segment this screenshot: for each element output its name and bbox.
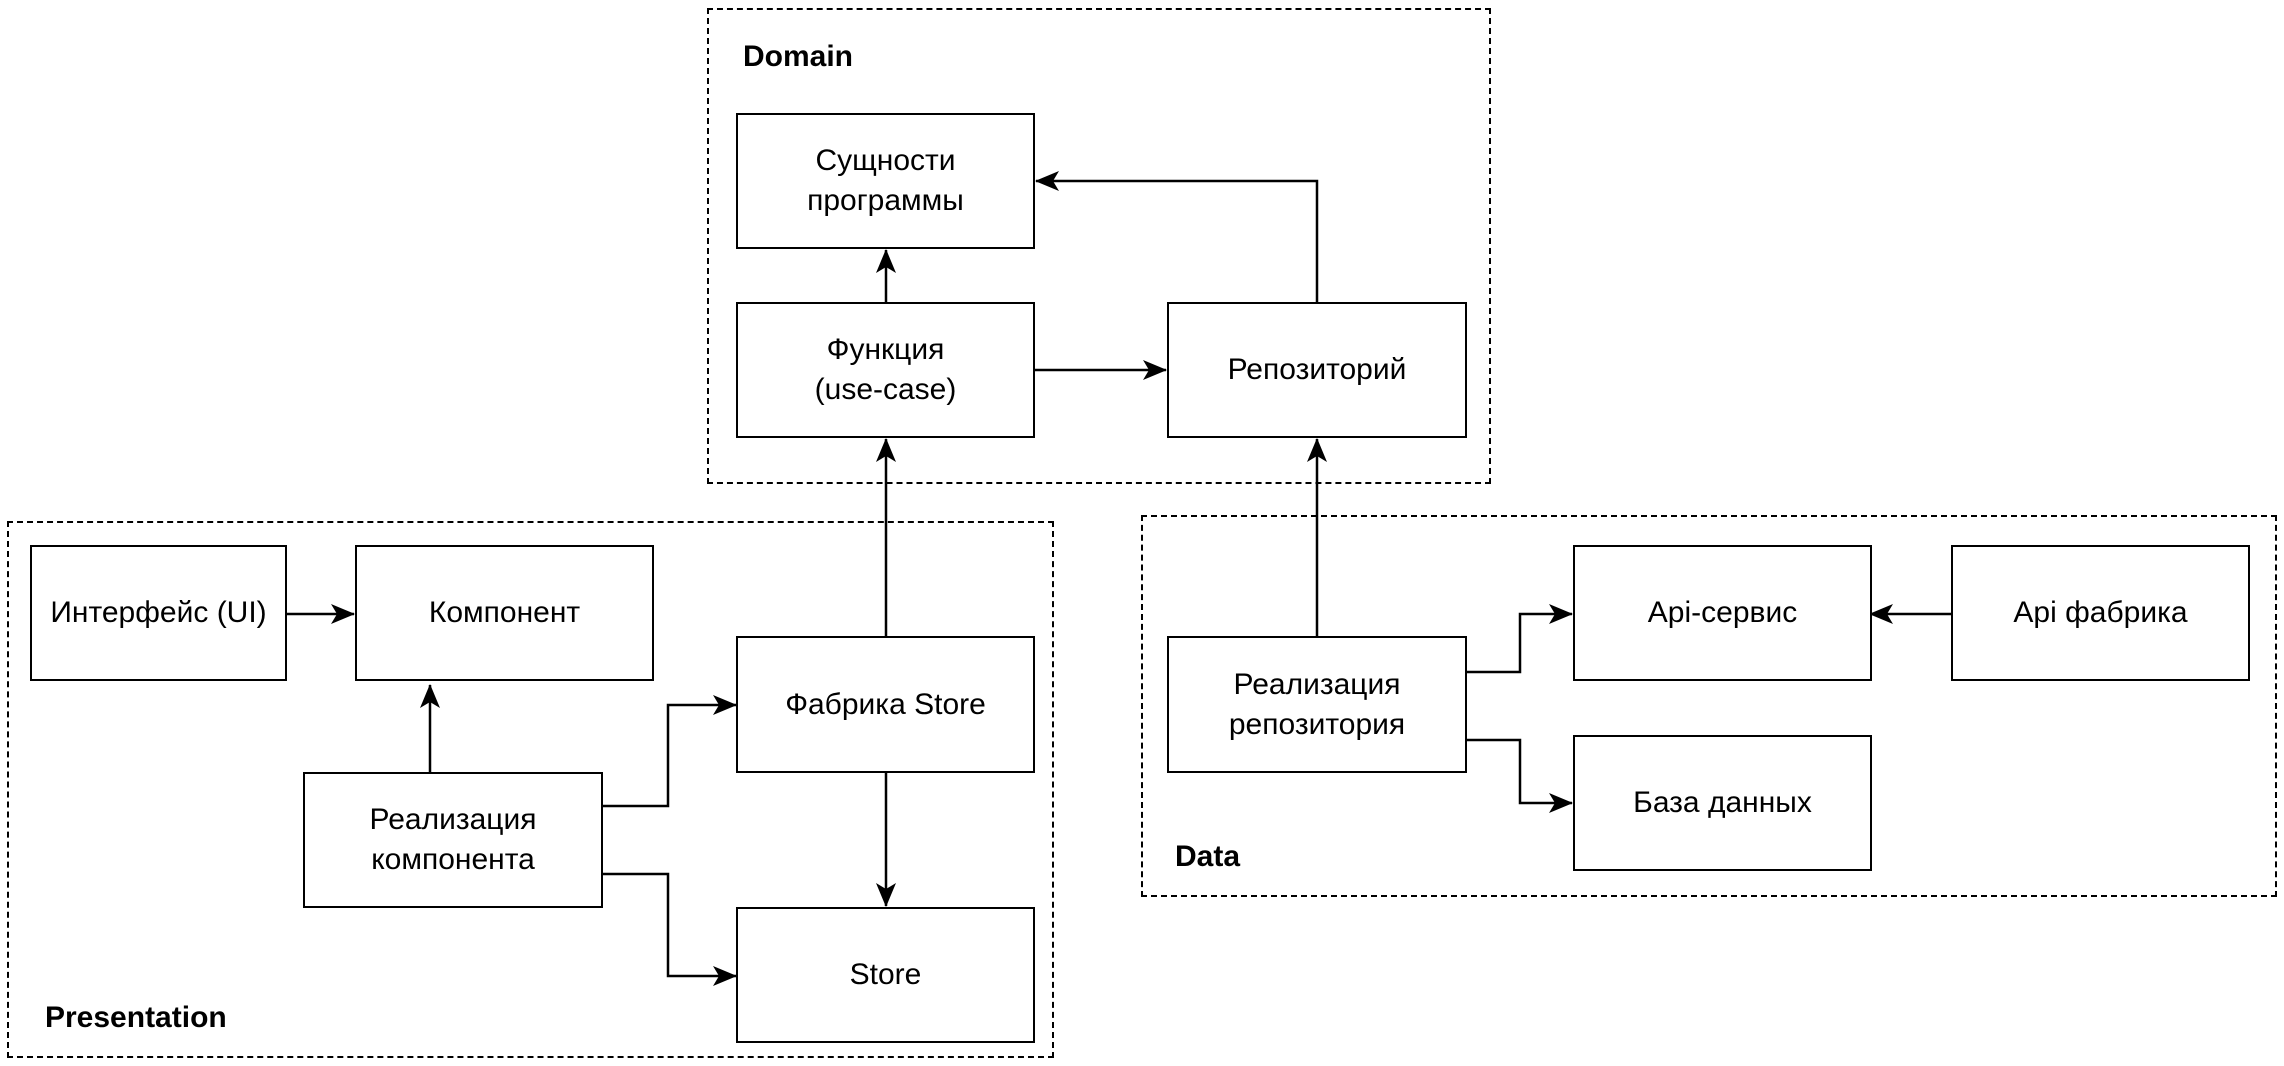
node-repository[interactable]: Репозиторий [1167, 302, 1467, 438]
node-store[interactable]: Store [736, 907, 1035, 1043]
node-store-factory[interactable]: Фабрика Store [736, 636, 1035, 773]
edge-component-impl-to-store-factory [602, 695, 737, 808]
node-ui[interactable]: Интерфейс (UI) [30, 545, 287, 681]
edge-repository-to-entities [1035, 171, 1319, 302]
node-api-factory[interactable]: Api фабрика [1951, 545, 2250, 681]
node-entities[interactable]: Сущности программы [736, 113, 1035, 249]
edge-repository-impl-to-api-service [1466, 604, 1573, 674]
node-component-impl[interactable]: Реализация компонента [303, 772, 603, 908]
node-component[interactable]: Компонент [355, 545, 654, 681]
presentation-region [7, 521, 1054, 1058]
node-use-case[interactable]: Функция (use-case) [736, 302, 1035, 438]
data-region [1141, 515, 2277, 897]
presentation-region-label: Presentation [45, 1001, 227, 1034]
node-database[interactable]: База данных [1573, 735, 1872, 871]
node-api-service[interactable]: Api-сервис [1573, 545, 1872, 681]
edge-component-impl-to-store [602, 872, 737, 986]
edge-repository-impl-to-database [1466, 738, 1573, 813]
domain-region [707, 8, 1491, 484]
node-repository-impl[interactable]: Реализация репозитория [1167, 636, 1467, 773]
domain-region-label: Domain [743, 40, 854, 73]
data-region-label: Data [1175, 840, 1241, 873]
